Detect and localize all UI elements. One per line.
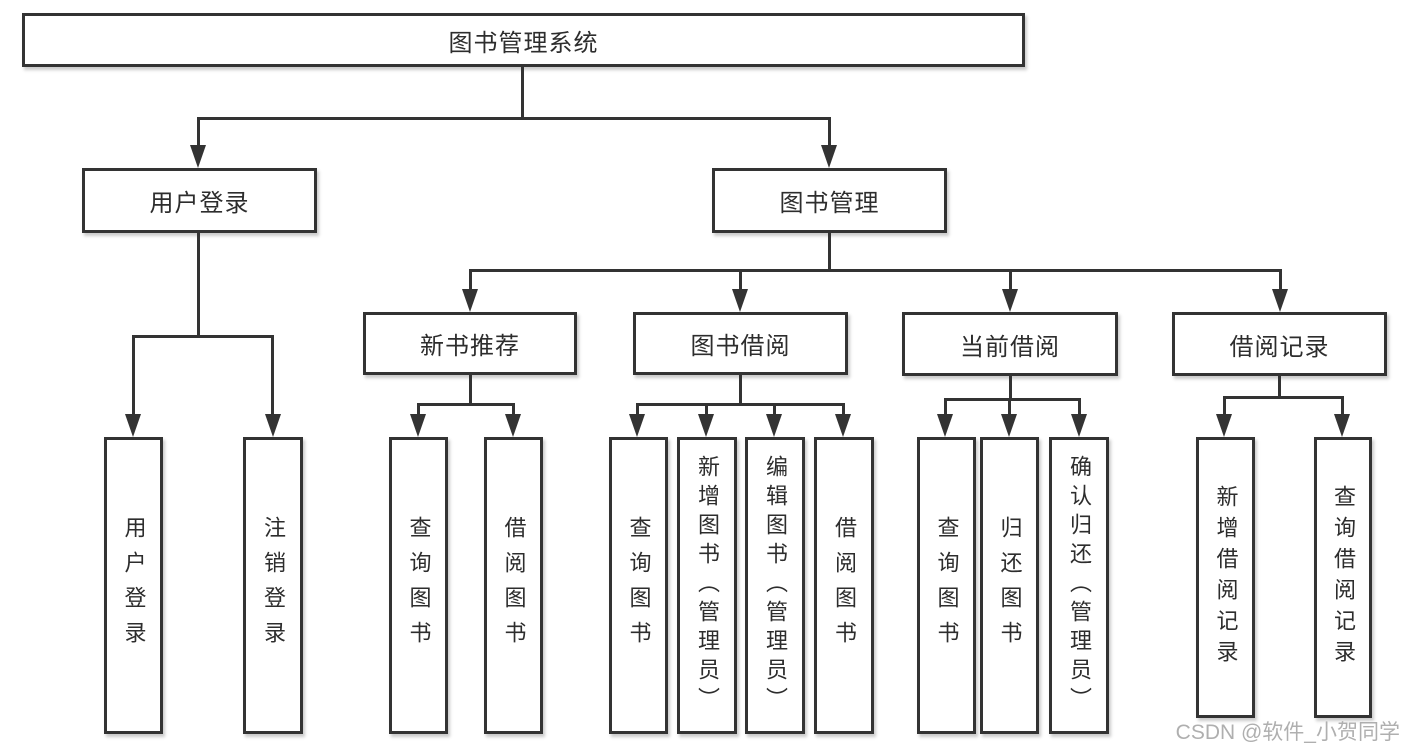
connector-borrow-record-drop	[1279, 269, 1282, 292]
connector-borrow-record-stem	[1278, 376, 1281, 399]
arrowhead-leaf11	[1071, 414, 1087, 437]
leaf-edit-books-admin-label: 编辑图书（管理员）	[763, 455, 788, 716]
connector-current-borrow-stem	[1009, 376, 1012, 401]
leaf-return-books: 归还图书	[980, 437, 1039, 734]
leaf-add-books-admin-label: 新增图书（管理员）	[695, 455, 720, 716]
node-current-borrow: 当前借阅	[902, 312, 1118, 376]
connector-current-borrow-drop	[1009, 269, 1012, 292]
node-current-borrow-label: 当前借阅	[960, 333, 1060, 361]
node-book-borrow-label: 图书借阅	[690, 333, 791, 360]
leaf-user-login: 用户登录	[104, 437, 163, 734]
arrowhead-leaf3	[410, 414, 426, 437]
leaf-add-borrow-record: 新增借阅记录	[1196, 437, 1255, 718]
leaf-add-books-admin: 新增图书（管理员）	[677, 437, 737, 734]
connector-leaf12-drop	[1223, 396, 1226, 416]
node-root-label: 图书管理系统	[448, 29, 599, 57]
leaf-confirm-return-admin-label: 确认归还（管理员）	[1067, 455, 1092, 716]
arrowhead-new-book	[462, 289, 478, 312]
arrowhead-leaf9	[937, 414, 953, 437]
leaf-borrow-books-1: 借阅图书	[484, 437, 543, 734]
leaf-query-books-3-label: 查询图书	[934, 515, 960, 656]
node-new-book-rec: 新书推荐	[363, 312, 577, 375]
arrowhead-current-borrow	[1002, 289, 1018, 312]
connector-root-stem	[521, 67, 524, 120]
connector-leaf2-drop	[271, 335, 274, 416]
node-root: 图书管理系统	[22, 13, 1025, 67]
arrowhead-leaf10	[1001, 414, 1017, 437]
connector-leaf11-drop	[1078, 398, 1081, 416]
node-new-book-rec-label: 新书推荐	[420, 333, 520, 360]
node-borrow-record-label: 借阅记录	[1229, 333, 1330, 361]
arrowhead-leaf6	[698, 414, 714, 437]
arrowhead-leaf4	[505, 414, 521, 437]
connector-book-mgmt-stem	[828, 233, 831, 271]
connector-book-borrow-drop	[739, 269, 742, 292]
arrowhead-borrow-record	[1272, 289, 1288, 312]
connector-new-book-drop	[469, 269, 472, 292]
node-book-mgmt-label: 图书管理	[779, 190, 880, 217]
leaf-logout: 注销登录	[243, 437, 303, 734]
connector-leaf1-drop	[132, 335, 135, 416]
connector-level3-hline	[469, 269, 1281, 272]
leaf-query-borrow-record-label: 查询借阅记录	[1331, 484, 1356, 671]
arrowhead-leaf1	[125, 414, 141, 437]
leaf-return-books-label: 归还图书	[997, 515, 1023, 656]
leaf-query-books-2-label: 查询图书	[626, 515, 652, 656]
connector-leaf8-drop	[842, 403, 845, 416]
node-book-borrow: 图书借阅	[633, 312, 848, 375]
connector-user-login-stem	[197, 233, 200, 337]
connector-leaf9-drop	[944, 398, 947, 416]
arrowhead-leaf5	[629, 414, 645, 437]
node-user-login-label: 用户登录	[149, 190, 250, 217]
leaf-borrow-books-1-label: 借阅图书	[501, 515, 527, 656]
leaf-query-books-1: 查询图书	[389, 437, 448, 734]
connector-leaf7-drop	[773, 403, 776, 416]
leaf-query-books-3: 查询图书	[917, 437, 976, 734]
connector-leaf3-drop	[417, 403, 420, 416]
node-borrow-record: 借阅记录	[1172, 312, 1387, 376]
leaf-borrow-books-2: 借阅图书	[814, 437, 874, 734]
leaf-add-borrow-record-label: 新增借阅记录	[1213, 484, 1239, 671]
arrowhead-user-login	[190, 145, 206, 168]
leaf-query-books-2: 查询图书	[609, 437, 668, 734]
arrowhead-leaf8	[835, 414, 851, 437]
connector-new-book-stem	[469, 375, 472, 406]
arrowhead-leaf12	[1216, 414, 1232, 437]
connector-leaf5-drop	[636, 403, 639, 416]
leaf-edit-books-admin: 编辑图书（管理员）	[745, 437, 805, 734]
connector-leaf10-drop	[1008, 398, 1011, 416]
node-book-mgmt: 图书管理	[712, 168, 947, 233]
arrowhead-leaf13	[1334, 414, 1350, 437]
leaf-confirm-return-admin: 确认归还（管理员）	[1049, 437, 1109, 734]
leaf-logout-label: 注销登录	[261, 515, 286, 656]
leaf-query-borrow-record: 查询借阅记录	[1314, 437, 1372, 718]
connector-borrow-record-hline	[1223, 396, 1344, 399]
connector-user-login-hline	[132, 335, 274, 338]
arrowhead-leaf2	[265, 414, 281, 437]
connector-leaf6-drop	[705, 403, 708, 416]
connector-book-mgmt-drop	[828, 117, 831, 147]
arrowhead-leaf7	[766, 414, 782, 437]
connector-current-borrow-hline	[944, 398, 1081, 401]
connector-level2-hline	[197, 117, 830, 120]
csdn-watermark: CSDN @软件_小贺同学	[1175, 721, 1400, 744]
arrowhead-book-borrow	[732, 289, 748, 312]
leaf-query-books-1-label: 查询图书	[406, 515, 432, 656]
leaf-user-login-label: 用户登录	[121, 515, 147, 656]
connector-leaf4-drop	[512, 403, 515, 416]
arrowhead-book-mgmt	[821, 145, 837, 168]
connector-book-borrow-hline	[636, 403, 845, 406]
node-user-login: 用户登录	[82, 168, 317, 233]
leaf-borrow-books-2-label: 借阅图书	[832, 515, 857, 656]
connector-user-login-drop	[197, 117, 200, 147]
connector-leaf13-drop	[1341, 396, 1344, 416]
connector-new-book-hline	[417, 403, 515, 406]
connector-book-borrow-stem	[739, 375, 742, 406]
